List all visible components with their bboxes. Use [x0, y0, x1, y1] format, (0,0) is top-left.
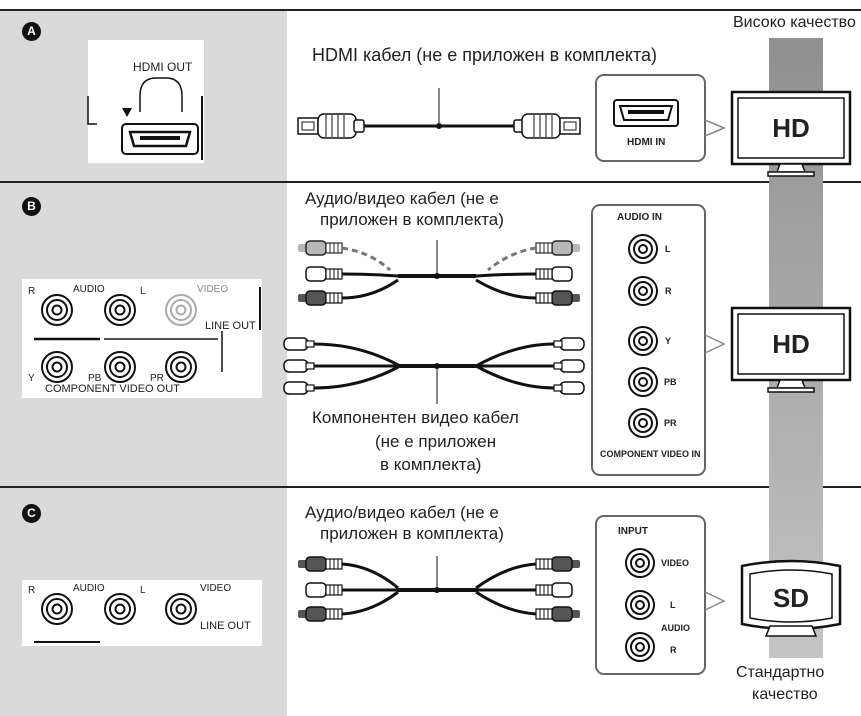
socket-audio-l-c [104, 593, 136, 625]
badge-c: C [22, 504, 41, 523]
tv-b [730, 306, 852, 393]
av-cable-c [297, 556, 581, 622]
component-cable-b [283, 337, 585, 404]
label-tv-pr-b: PR [664, 418, 677, 428]
caption-component-cable-2: (не е приложен [375, 432, 497, 451]
label-y-b: Y [28, 373, 35, 384]
socket-component-pb-b [104, 351, 136, 383]
label-audio-c: AUDIO [73, 583, 105, 594]
socket-audio-r-c [41, 593, 73, 625]
label-pb-b: PB [88, 373, 102, 384]
label-tv-video-c: VIDEO [661, 558, 690, 568]
separator-top [0, 9, 861, 11]
label-tv-y-b: Y [665, 336, 672, 346]
label-line-out-c: LINE OUT [200, 620, 251, 632]
tv-input-panel-a [595, 74, 726, 162]
label-component-in-b: COMPONENT VIDEO IN [600, 449, 701, 459]
label-tv-audio-c: AUDIO [661, 623, 690, 633]
tv-c [740, 559, 842, 637]
label-pr-b: PR [150, 373, 164, 384]
tv-input-panel-c [595, 515, 726, 675]
label-tv-l-b: L [665, 244, 671, 254]
tv-screen-label-c: SD [772, 583, 810, 613]
label-tv-r-c: R [670, 645, 677, 655]
separator-ab [0, 181, 861, 183]
label-r-c: R [28, 585, 36, 596]
socket-audio-r-b [41, 294, 73, 326]
socket-audio-l-b [104, 294, 136, 326]
label-line-out-b: LINE OUT [205, 320, 256, 332]
hdmi-plug-right [513, 113, 581, 139]
label-l-b: L [140, 286, 146, 297]
socket-component-y-b [41, 351, 73, 383]
socket-video-c [165, 593, 197, 625]
label-hdmi-in: HDMI IN [627, 137, 666, 148]
label-input-c: INPUT [618, 526, 648, 537]
tv-socket-audio-r-b [628, 276, 658, 306]
caption-av-cable-c-1: Аудио/видео кабел (не е [305, 503, 499, 522]
caption-component-cable-1: Компонентен видео кабел [312, 408, 519, 427]
socket-video-b [165, 294, 197, 326]
tv-screen-label-b: HD [772, 329, 810, 359]
hdmi-out-socket [121, 123, 199, 155]
label-r-b: R [28, 286, 36, 297]
av-cable-b [297, 240, 581, 306]
tv-socket-y-b [628, 326, 658, 356]
label-audio-in-b: AUDIO IN [617, 212, 662, 223]
label-audio-b: AUDIO [73, 284, 105, 295]
caption-hdmi-cable: HDMI кабел (не е приложен в комплекта) [312, 45, 657, 65]
label-tv-pb-b: PB [664, 377, 677, 387]
tv-socket-audio-l-b [628, 234, 658, 264]
label-hdmi-out: HDMI OUT [133, 60, 193, 74]
socket-component-pr-b [165, 351, 197, 383]
label-tv-r-b: R [665, 286, 672, 296]
quality-high-label: Високо качество [733, 14, 856, 31]
label-component-out-b: COMPONENT VIDEO OUT [45, 383, 180, 395]
badge-a: A [22, 22, 41, 41]
badge-b: B [22, 197, 41, 216]
label-video-c: VIDEO [200, 583, 232, 594]
tv-input-panel-b [591, 204, 726, 476]
separator-bc [0, 486, 861, 488]
tv-socket-audio-l-c [625, 590, 655, 620]
quality-standard-label-2: качество [752, 686, 818, 703]
label-l-c: L [140, 585, 146, 596]
caption-av-cable-b-1: Аудио/видео кабел (не е [305, 189, 499, 208]
label-tv-l-c: L [670, 600, 676, 610]
tv-socket-audio-r-c [625, 632, 655, 662]
hdmi-plug-left [297, 113, 365, 139]
quality-standard-label-1: Стандартно [736, 664, 825, 681]
tv-screen-label-a: HD [772, 113, 810, 143]
tv-socket-pr-b [628, 408, 658, 438]
label-video-b: VIDEO [197, 284, 229, 295]
caption-av-cable-c-2: приложен в комплекта) [320, 524, 504, 543]
tv-socket-video-c [625, 548, 655, 578]
caption-component-cable-3: в комплекта) [380, 455, 482, 474]
hdmi-cable [297, 88, 581, 139]
caption-av-cable-b-2: приложен в комплекта) [320, 210, 504, 229]
tv-a [730, 90, 852, 177]
tv-socket-pb-b [628, 367, 658, 397]
